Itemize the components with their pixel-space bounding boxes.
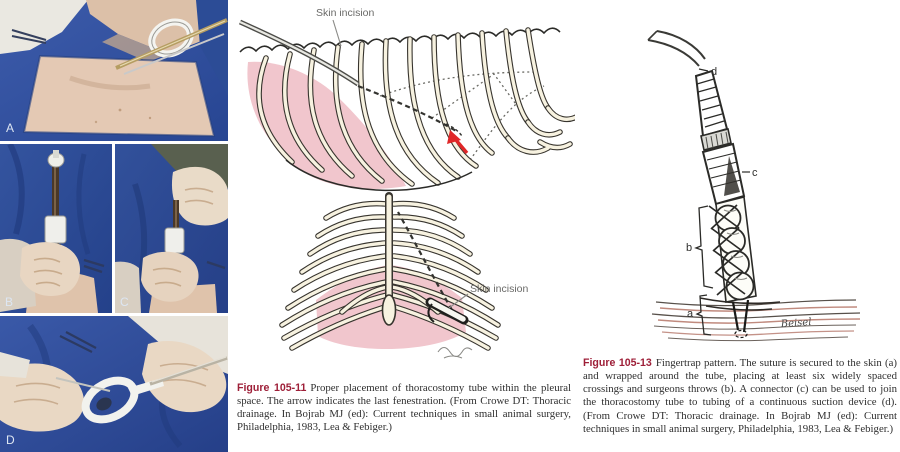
thoracostomy-clamp-icon [55,356,228,424]
hemostat-forceps-icon [11,29,47,44]
adapter-icon [694,69,729,138]
knurled-collar-icon [700,128,732,151]
trocar-tube-icon [164,200,185,300]
reaching-hand [171,166,228,226]
artist-signature-squiggle [437,346,473,359]
photo-panel-d: D [0,316,228,452]
panel-label-a: A [6,121,14,135]
skin-hatching [651,297,861,342]
background-instrument-icon [59,331,97,353]
thoracostomy-tube [425,297,469,325]
part-label-d: d [711,66,717,78]
fenestration-arrow [447,130,469,155]
part-label-a: a [687,308,694,320]
surgical-cloth [0,0,88,54]
figure-105-13-caption-text: Fingertrap pattern. The suture is secure… [583,356,897,435]
photo-panel-a: A [0,0,228,141]
figure-105-13-caption-label: Figure 105-13 [583,356,652,369]
gloved-fist [141,251,199,302]
part-label-c: c [752,167,758,179]
thoracostomy-tube [238,19,463,137]
photo-panel-c: C [115,144,228,313]
photo-panel-b: B [0,144,112,313]
suction-tubing [647,30,706,67]
tube-path-dashed [397,211,453,311]
part-label-b: b [686,242,692,254]
ventral-ribcage-drawing: Skin incision [282,192,529,359]
tube-clamp-icon [115,18,228,75]
fingertrap-wrap [708,196,757,303]
panel-label-d: D [6,433,15,447]
figure-105-13-illustration: d c b a Beisel [647,30,861,342]
suture-tails [731,299,750,339]
gloved-hand [20,242,80,296]
panel-label-b: B [5,295,13,309]
artist-signature: Beisel [779,317,811,330]
connector-icon [701,142,750,206]
panel-label-c: C [120,295,129,309]
bracket-b [694,205,714,289]
pleural-space-shading [247,61,406,189]
bracket-a [695,294,712,336]
skin-incision-label-bottom: Skin incision [470,283,529,295]
figure-105-11-caption-text: Proper placement of thoracostomy tube wi… [237,381,571,434]
towel-clamp-icon [83,258,105,274]
lateral-ribcage-drawing: Skin incision [238,7,575,192]
figure-105-11-illustration: Skin incision Skin incision [238,7,575,359]
figure-105-11-caption-label: Figure 105-11 [237,381,307,394]
trocar-tube-icon [44,150,67,294]
skin-incision-label-top: Skin incision [316,7,375,19]
